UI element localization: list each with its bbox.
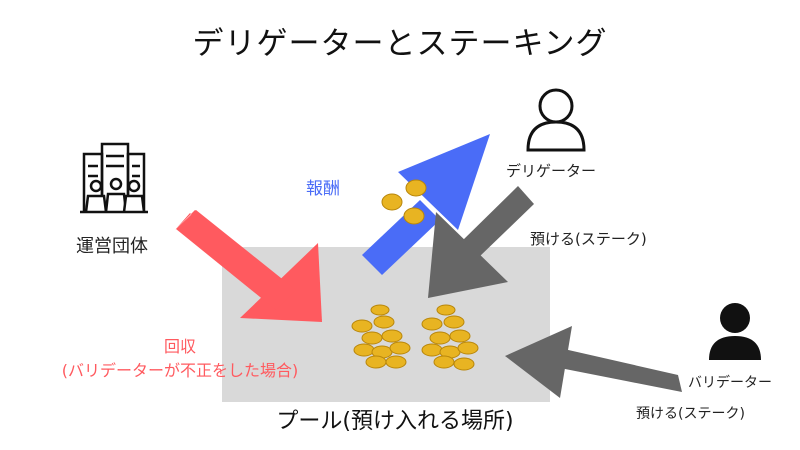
coin-pile-right <box>421 304 479 371</box>
validator-stake-arrow-head <box>505 326 572 398</box>
validator-stake-arrow-shaft <box>560 349 682 392</box>
validator-stake-label: 預ける(ステーク) <box>636 406 745 422</box>
delegator-label: デリゲーター <box>506 162 597 180</box>
reward-label: 報酬 <box>306 179 340 199</box>
diagram-title: デリゲーターとステーキング <box>192 26 608 62</box>
user-outline-icon <box>526 88 586 152</box>
recovery-arrow-shaft <box>176 210 296 310</box>
delegator-stake-label: 預ける(ステーク) <box>530 230 647 248</box>
pool-label: プール(預け入れる場所) <box>276 409 514 434</box>
reward-arrow-head <box>398 134 490 230</box>
recovery-label-line2: (バリデーターが不正をした場合) <box>61 361 299 380</box>
validator-label: バリデーター <box>688 375 772 391</box>
delegator-stake-arrow-shaft <box>462 186 534 258</box>
recovery-label: 回収 (バリデーターが不正をした場合) <box>0 335 360 383</box>
coin-pile-left <box>351 304 411 369</box>
operator-label: 運営団体 <box>76 236 148 257</box>
recovery-label-line1: 回収 <box>163 337 196 356</box>
reward-arrow-shaft <box>362 200 440 275</box>
user-filled-icon <box>709 303 761 360</box>
office-team-icon <box>80 142 148 214</box>
reward-coins <box>381 179 427 225</box>
delegator-stake-arrow-head <box>428 212 508 298</box>
